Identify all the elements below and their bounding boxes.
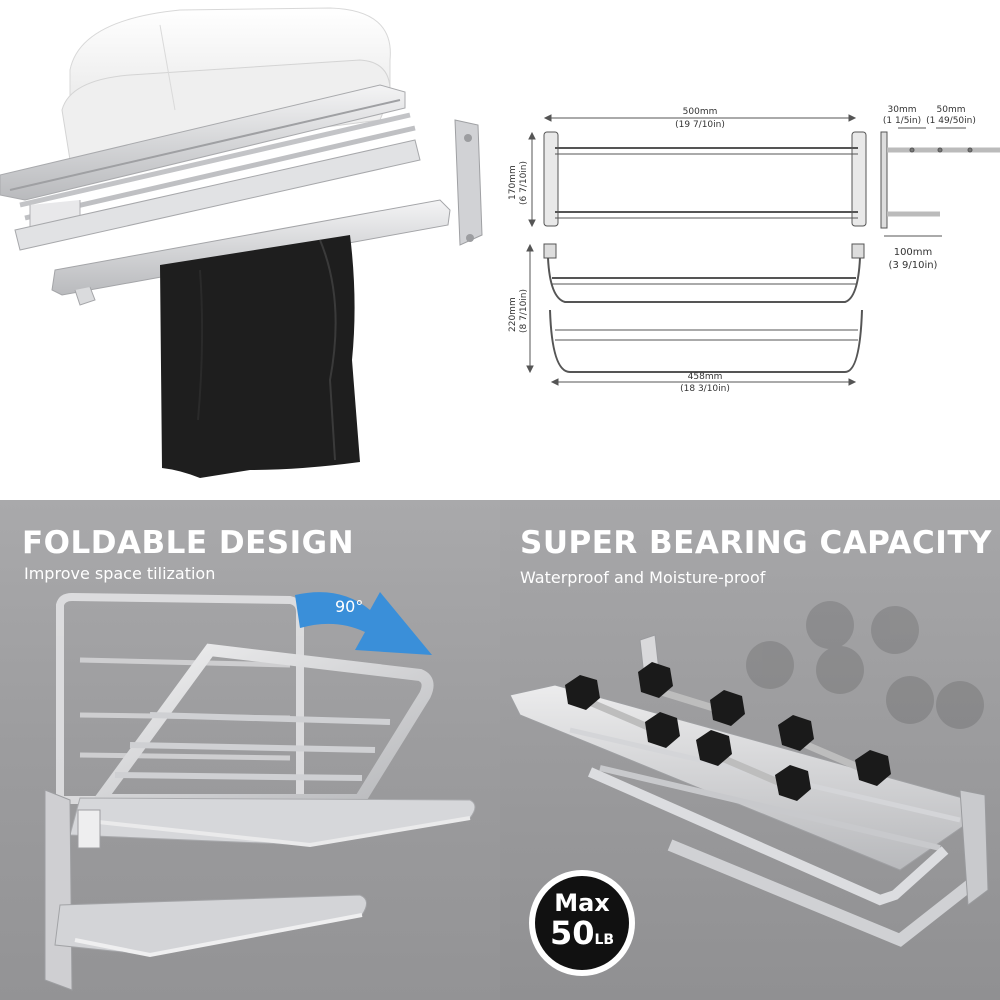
wall-bracket — [454, 119, 483, 246]
height-mm-label: 170mm — [508, 165, 518, 200]
max-weight-badge: Max 50LB — [529, 870, 635, 976]
depth2-mm-label: 50mm — [936, 105, 966, 115]
badge-weight: 50LB — [550, 916, 614, 957]
inner-width-in-label: (18 3/10in) — [680, 384, 730, 394]
capacity-rack — [509, 634, 989, 947]
foldable-design-panel: FOLDABLE DESIGN Improve space tilization… — [0, 500, 500, 1000]
bearing-capacity-panel: SUPER BEARING CAPACITY Waterproof and Mo… — [500, 500, 1000, 1000]
capacity-title: SUPER BEARING CAPACITY — [520, 525, 992, 561]
dumbbells — [565, 662, 891, 801]
depth-total-in-label: (3 9/10in) — [888, 260, 938, 271]
foldable-rack-illustration — [44, 592, 476, 991]
front-height-in-label: (8 7/10in) — [519, 288, 529, 333]
towel-rack-photo — [0, 7, 483, 478]
rotation-angle-label: 90° — [335, 597, 364, 616]
base-shelf — [69, 797, 476, 848]
upper-shelf — [0, 84, 421, 251]
height-in-label: (6 7/10in) — [519, 160, 529, 205]
depth1-mm-label: 30mm — [887, 105, 917, 115]
badge-weight-unit: LB — [594, 931, 615, 948]
dumbbell-rack-illustration — [509, 601, 989, 947]
fold-wall-bracket — [44, 789, 101, 991]
max-weight-badge-inner: Max 50LB — [535, 876, 629, 970]
lower-towel-bar — [51, 199, 451, 306]
badge-weight-value: 50 — [549, 913, 595, 952]
inner-width-mm-label: 458mm — [687, 372, 723, 382]
product-photo-panel — [0, 0, 500, 500]
foldable-subtitle: Improve space tilization — [24, 564, 216, 583]
depth-total-mm-label: 100mm — [893, 247, 933, 258]
front-height-mm-label: 220mm — [508, 297, 518, 332]
width-mm-label: 500mm — [682, 107, 718, 117]
depth2-in-label: (1 49/50in) — [926, 116, 976, 126]
background-dumbbells — [746, 601, 984, 729]
width-in-label: (19 7/10in) — [675, 120, 725, 130]
badge-max-label: Max — [554, 888, 610, 917]
capacity-subtitle: Waterproof and Moisture-proof — [520, 568, 766, 587]
dark-towel — [160, 235, 360, 478]
dimension-drawing — [526, 114, 1000, 386]
depth1-in-label: (1 1/5in) — [882, 116, 922, 126]
dimensions-panel: 500mm (19 7/10in) 170mm (6 7/10in) 220mm… — [500, 0, 1000, 500]
rotation-arrow-icon — [295, 592, 432, 655]
fold-lower-bar — [54, 894, 367, 958]
rotating-shelf — [88, 643, 434, 806]
foldable-title: FOLDABLE DESIGN — [22, 525, 355, 561]
